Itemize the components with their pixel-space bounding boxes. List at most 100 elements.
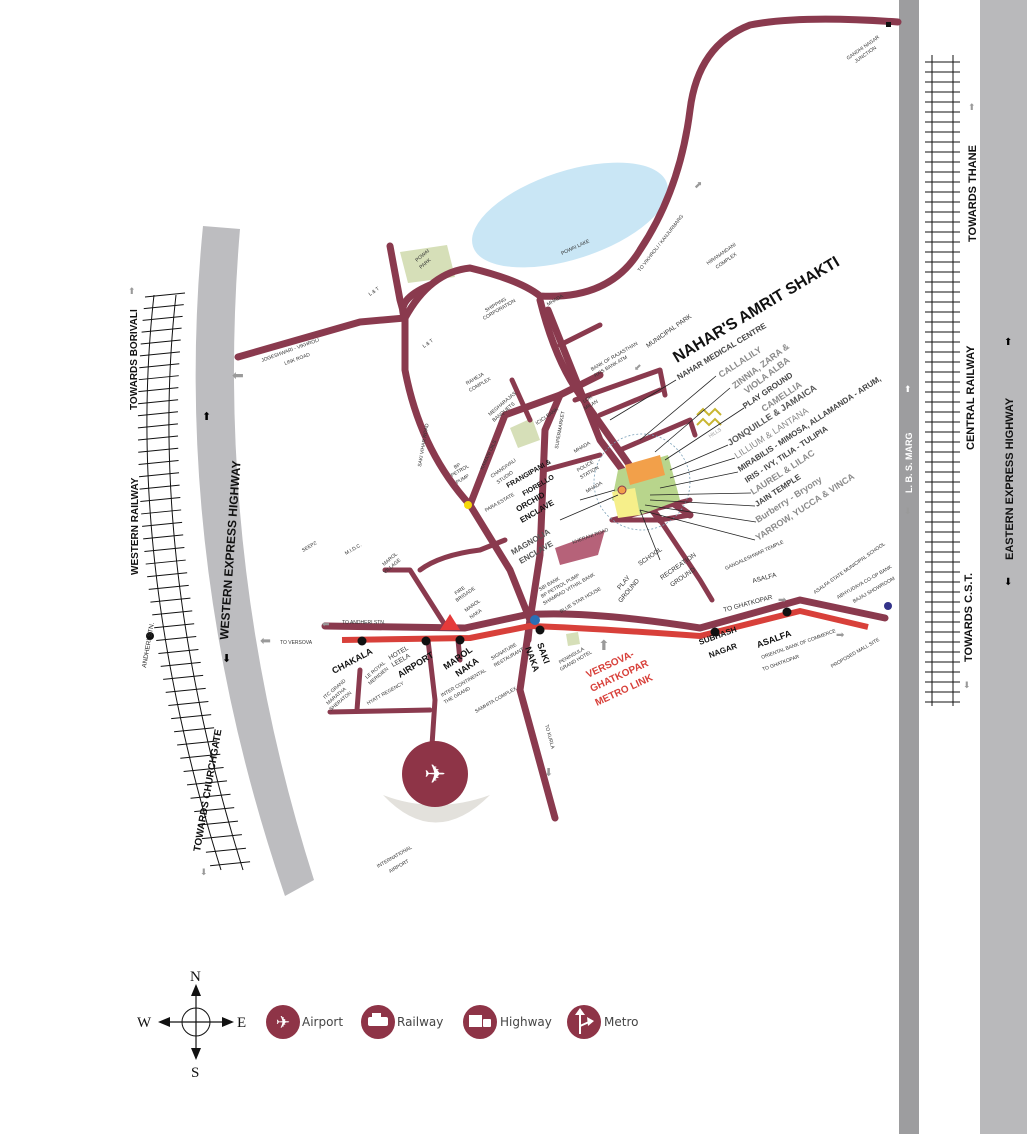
place-label: TO ANDHERI STN. (342, 620, 385, 626)
railway-rail (168, 294, 244, 871)
railway-tie (141, 327, 182, 333)
airplane-icon: ✈ (424, 759, 446, 789)
central-railway-track (925, 55, 960, 706)
rosa-logo (555, 530, 605, 565)
legend-item-railway: Railway (361, 1005, 443, 1039)
railway-tie (156, 636, 197, 642)
lbs-marg-label: L. B. S. MARG (904, 433, 914, 494)
railway-tie (168, 701, 209, 706)
railway-tie (142, 315, 183, 321)
saki-naka-junction-marker (530, 615, 540, 625)
railway-tie (150, 597, 191, 603)
railway-tie (183, 767, 224, 773)
western-express-highway-band (195, 226, 314, 896)
arrow-down-icon: ⬇ (200, 867, 208, 877)
arrow-left-icon: ⬅ (260, 633, 271, 648)
place-label: PARA ESTATE (484, 492, 516, 514)
hills-icon (696, 407, 722, 427)
railway-tie (152, 610, 193, 616)
towards-cst-label: TOWARDS C.S.T. (963, 573, 975, 662)
leader-lines (559, 375, 757, 561)
compass-west: W (137, 1015, 152, 1031)
gandhi-nagar-marker (886, 22, 891, 27)
arrow-up-icon: ⬆ (1004, 337, 1012, 348)
airport-marker (402, 741, 468, 807)
arrow-down-icon: ⬇ (222, 653, 231, 665)
railway-tie (171, 714, 212, 720)
railway-tie (177, 740, 218, 746)
railway-tie (138, 460, 179, 466)
place-label: M.I.D.C. (344, 542, 363, 556)
arrow-down-icon: ⬇ (904, 506, 912, 516)
railway-rail (146, 294, 222, 871)
railway-tie (140, 497, 181, 503)
railway-tie (147, 572, 188, 578)
arrow-up-icon: ⬆ (202, 411, 211, 423)
arrow-up-icon: ⬆ (904, 384, 912, 394)
railway-tie (138, 399, 179, 405)
place-label: ASALFA (752, 572, 778, 585)
place-label: MHADA (573, 440, 592, 455)
arrow-left-icon: ⬅ (322, 619, 330, 629)
hills-label: HILLS (708, 427, 723, 440)
railway-tie (144, 292, 186, 298)
arrow-right-icon: ➡ (836, 630, 845, 641)
railway-tie (158, 648, 199, 654)
place-label: SAMHITA COMPLEX (474, 685, 519, 714)
powai-lake (472, 162, 668, 268)
legend-item-airport: ✈ Airport (266, 1005, 343, 1039)
railway-tie (186, 780, 228, 786)
railway-tie (145, 559, 186, 565)
railway-tie (139, 484, 180, 490)
railway-tie (205, 847, 246, 853)
railway-tie (154, 623, 195, 629)
place-label: L & T (422, 338, 435, 350)
railway-tie (165, 687, 206, 693)
railway-tie (148, 584, 189, 590)
lbs-marg-strip (899, 0, 919, 1134)
arrow-down-icon: ⬇ (1004, 577, 1012, 588)
place-label: NAGAR (708, 641, 739, 660)
arrow-down-icon: ⬇ (963, 680, 971, 690)
towards-borivali-label: TOWARDS BORIVALI (129, 309, 140, 410)
school-label: SCHOOL (637, 546, 664, 568)
railway-tie (190, 793, 231, 799)
arrow-up-icon: ⬆ (968, 102, 976, 112)
place-label: MHADA (585, 480, 604, 495)
gangaleshwar-temple-label: GANGALESHWAR TEMPLE (724, 539, 785, 572)
station-marol-naka (455, 635, 465, 645)
place-label: LOK (582, 394, 594, 405)
compass-north: N (190, 969, 201, 985)
railway-tie (139, 363, 180, 369)
fire-brigade-marker (440, 614, 460, 630)
railway-tie (138, 472, 180, 478)
railway-tie (137, 411, 178, 417)
direction-arrows: ⬅ ⬅ ⬅ ➡ ➡ ⬆ ⬇ ⬈ ⬋ ⬆ ⬇ ⬆ ⬇ ⬇ ⬆ (128, 102, 976, 877)
western-railway-label: WESTERN RAILWAY (130, 477, 141, 575)
bp-petrol-pump-marker (464, 501, 472, 509)
legend-label: Highway (500, 1015, 552, 1029)
railway-tie (163, 674, 204, 680)
railway-tie (174, 727, 215, 733)
place-label: FIRE (454, 585, 467, 597)
railway-tie (201, 834, 242, 840)
railway-tie (137, 423, 178, 429)
railway-tie (144, 546, 185, 552)
towards-thane-label: TOWARDS THANE (967, 145, 979, 242)
arrow-up-icon: ⬈ (694, 180, 702, 191)
arrow-left-icon: ⬅ (232, 367, 244, 383)
railway-tie (140, 339, 181, 345)
legend-label: Railway (397, 1015, 443, 1029)
place-label: TO VERSOVA (280, 640, 313, 646)
central-railway-label: CENTRAL RAILWAY (965, 345, 977, 450)
metro-stations (357, 607, 792, 646)
place-label: CHAKALA (330, 646, 374, 676)
railway-tie (142, 521, 183, 527)
proposed-mall-marker (884, 602, 892, 610)
arrow-up-icon: ⬆ (598, 637, 610, 653)
place-label: L & T (368, 286, 381, 298)
arrow-up-icon: ⬆ (128, 286, 136, 296)
metro-arrows-icon (575, 1008, 594, 1034)
airplane-icon: ✈ (276, 1013, 290, 1032)
station-saki-naka (535, 625, 545, 635)
